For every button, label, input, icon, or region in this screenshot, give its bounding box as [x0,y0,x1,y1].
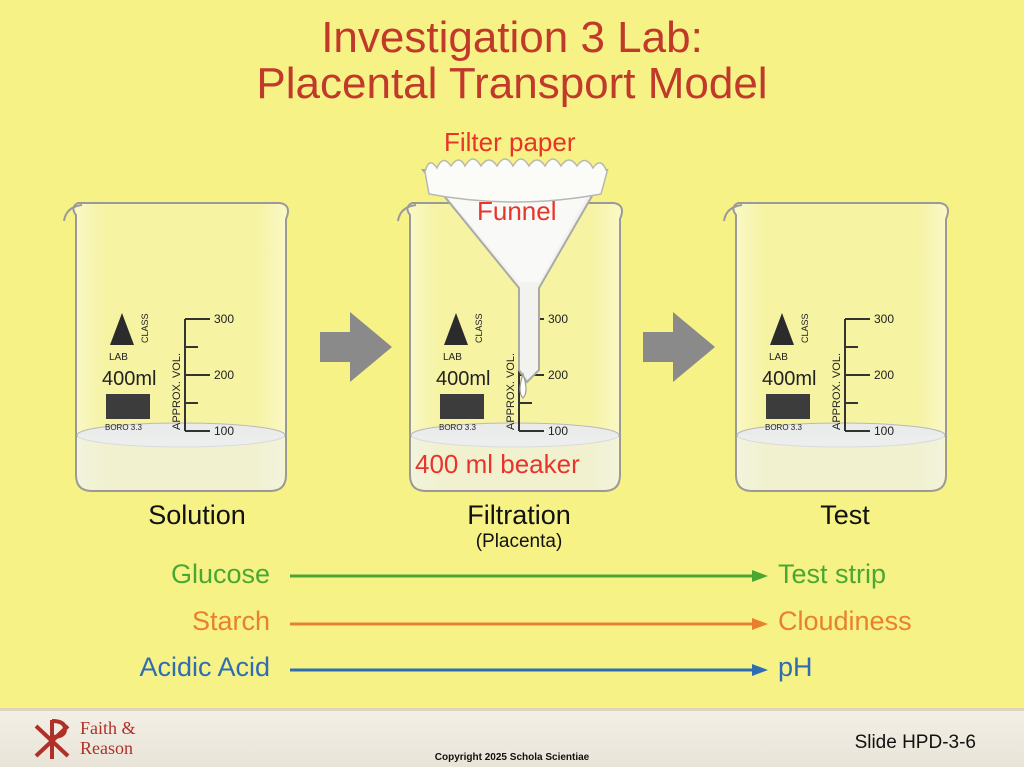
logo-text-line2: Reason [80,738,133,758]
row-arrow-glucose [290,570,768,582]
beaker-volume-text: APPROX. VOL. [505,353,517,430]
beaker-capacity-text: 400ml [762,368,816,390]
beaker-icon: LAB CLASS 400ml BORO 3.3 APPROX. VOL. 30… [63,202,289,492]
tick-200: 200 [214,368,234,382]
beaker-brand-text: LAB [769,352,788,363]
slide-title-line1: Investigation 3 Lab: [321,13,703,62]
step-caption-filtration: Filtration [467,500,571,530]
beaker-brand-text: LAB [443,352,462,363]
beaker-material-text: BORO 3.3 [765,423,802,432]
beaker-volume-text: APPROX. VOL. [831,353,843,430]
footer [0,708,1024,767]
slide: Investigation 3 Lab: Placental Transport… [63,13,949,682]
tick-300: 300 [548,312,568,326]
tick-200: 200 [548,368,568,382]
step-subcaption-placenta: (Placenta) [475,531,563,552]
tick-300: 300 [874,312,894,326]
row-substance-acid: Acidic Acid [139,652,270,682]
tick-100: 100 [874,424,894,438]
tick-100: 100 [548,424,568,438]
row-arrow-starch [290,618,768,630]
beaker-brand-text: LAB [109,352,128,363]
slide-title-line2: Placental Transport Model [256,59,768,108]
filter-paper-label: Filter paper [444,127,576,157]
logo-text-line1: Faith & [80,718,136,738]
step-caption-test: Test [820,500,870,530]
beaker-material-text: BORO 3.3 [105,423,142,432]
row-substance-glucose: Glucose [170,559,270,589]
beaker-class-text: CLASS [800,313,810,343]
tick-100: 100 [214,424,234,438]
beaker-volume-text: APPROX. VOL. [171,353,183,430]
slide-id: Slide HPD-3-6 [854,732,976,753]
row-substance-starch: Starch [191,606,270,636]
copyright-text: Copyright 2025 Schola Scientiae [434,752,590,763]
beaker-icon: LAB CLASS 400ml BORO 3.3 APPROX. VOL. 30… [723,202,949,492]
row-test-cloudiness: Cloudiness [778,606,912,636]
right-arrow-icon [320,312,392,382]
funnel-label: Funnel [477,196,557,226]
row-arrow-acid [290,664,768,676]
beaker-class-text: CLASS [140,313,150,343]
filter-paper-icon [424,158,608,203]
row-test-strip: Test strip [778,559,887,589]
step-caption-solution: Solution [148,500,246,530]
beaker-icon: LAB CLASS 400ml BORO 3.3 APPROX. VOL. 30… [397,202,623,492]
tick-200: 200 [874,368,894,382]
beaker-class-text: CLASS [474,313,484,343]
funnel-icon [420,158,609,399]
right-arrow-icon [643,312,715,382]
row-test-ph: pH [778,652,813,682]
beaker-label: 400 ml beaker [415,449,580,479]
beaker-capacity-text: 400ml [436,368,490,390]
chi-rho-logo-icon [34,719,70,759]
beaker-material-text: BORO 3.3 [439,423,476,432]
tick-300: 300 [214,312,234,326]
beaker-capacity-text: 400ml [102,368,156,390]
